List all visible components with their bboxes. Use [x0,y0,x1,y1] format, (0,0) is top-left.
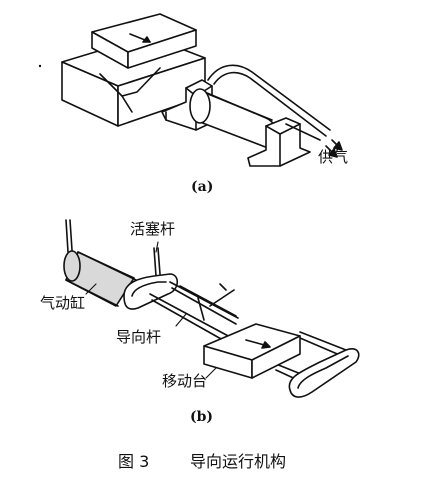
rear-bracket [247,117,311,167]
panel-a-sublabel: (a) [191,179,214,195]
guide-rod-label: 导向杆 [116,328,162,346]
panel-b-sublabel: (b) [190,409,214,425]
rear-plate [123,273,179,310]
figure-title: 导向运行机构 [190,452,287,471]
piston-rod [179,283,237,321]
cylinder-b [63,219,161,307]
air-tubes [207,64,343,158]
front-plate [288,348,360,398]
leader-lines [85,241,217,379]
piston-rod-label: 活塞杆 [130,220,176,238]
cylinder-label: 气动缸 [40,294,86,312]
moving-table [203,323,301,379]
moving-table-label: 移动台 [162,372,208,390]
figure-number: 图 3 [118,452,150,471]
guide-rods [149,281,347,383]
slider-block [91,13,197,69]
air-supply-label: 供气 [318,148,349,166]
